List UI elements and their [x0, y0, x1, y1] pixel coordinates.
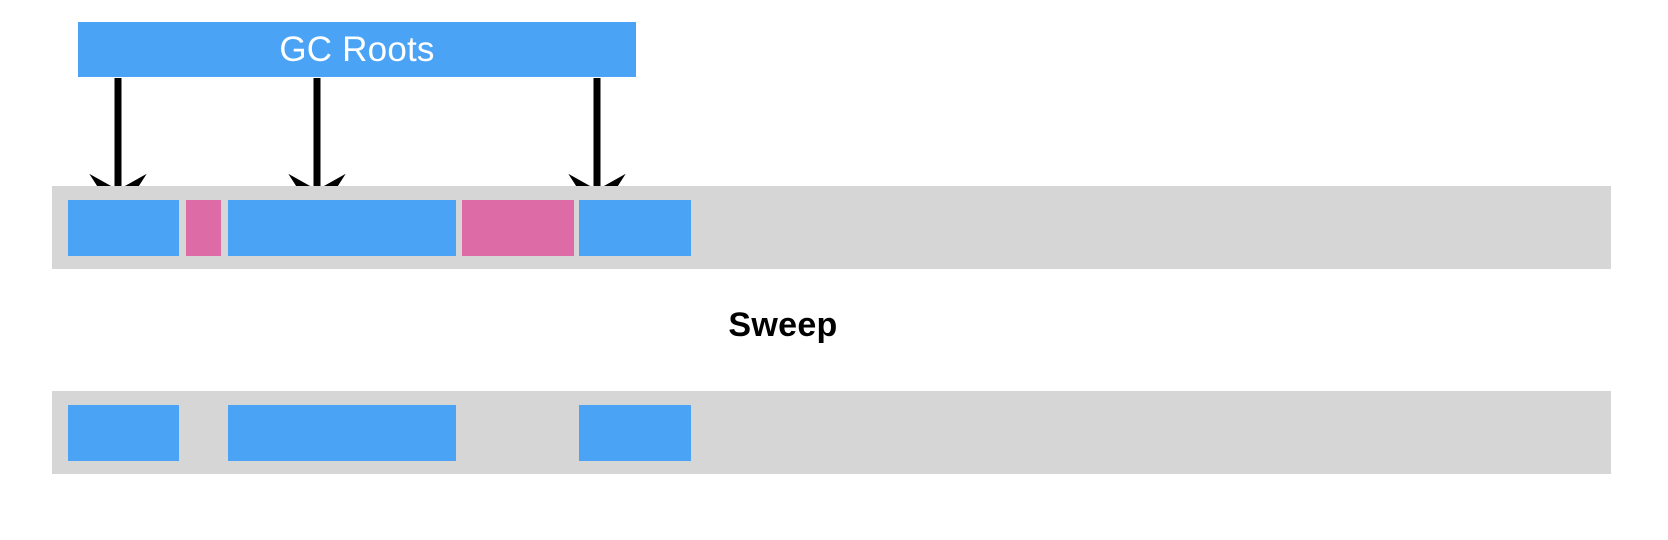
heap-after-sweep [52, 391, 1611, 474]
memory-block-garbage-2 [186, 200, 221, 256]
memory-block-live-1 [68, 405, 179, 461]
memory-block-garbage-4 [462, 200, 574, 256]
heap-before-sweep [52, 186, 1611, 269]
memory-block-live-1 [68, 200, 179, 256]
sweep-stage-caption: Sweep [0, 306, 1668, 345]
memory-block-live-3 [228, 200, 456, 256]
memory-block-live-2 [228, 405, 456, 461]
gc-roots-label: GC Roots [279, 30, 435, 69]
gc-roots-box: GC Roots [78, 22, 636, 77]
memory-block-live-5 [579, 200, 691, 256]
sweep-stage-text: Sweep [728, 306, 838, 344]
memory-block-live-3 [579, 405, 691, 461]
